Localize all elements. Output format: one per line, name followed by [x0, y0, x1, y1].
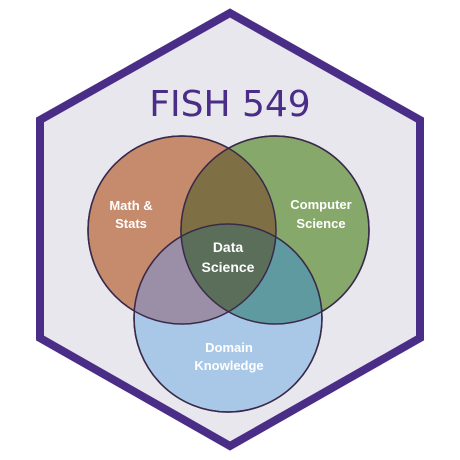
computer-science-label-line2: Science: [296, 216, 345, 231]
domain-knowledge-outline: [133, 223, 323, 413]
data-science-label-line1: Data: [213, 239, 244, 255]
computer-science-outline: [180, 135, 370, 325]
computer-science-label-line1: Computer: [290, 197, 351, 212]
data-science-label-line2: Science: [202, 259, 255, 275]
math-stats-label-line1: Math &: [109, 198, 152, 213]
math-stats-label-line2: Stats: [115, 216, 147, 231]
domain-knowledge-label-line1: Domain: [205, 340, 253, 355]
domain-knowledge-label-line2: Knowledge: [194, 358, 263, 373]
page-title: FISH 549: [149, 84, 310, 125]
math-stats-outline: [87, 135, 277, 325]
